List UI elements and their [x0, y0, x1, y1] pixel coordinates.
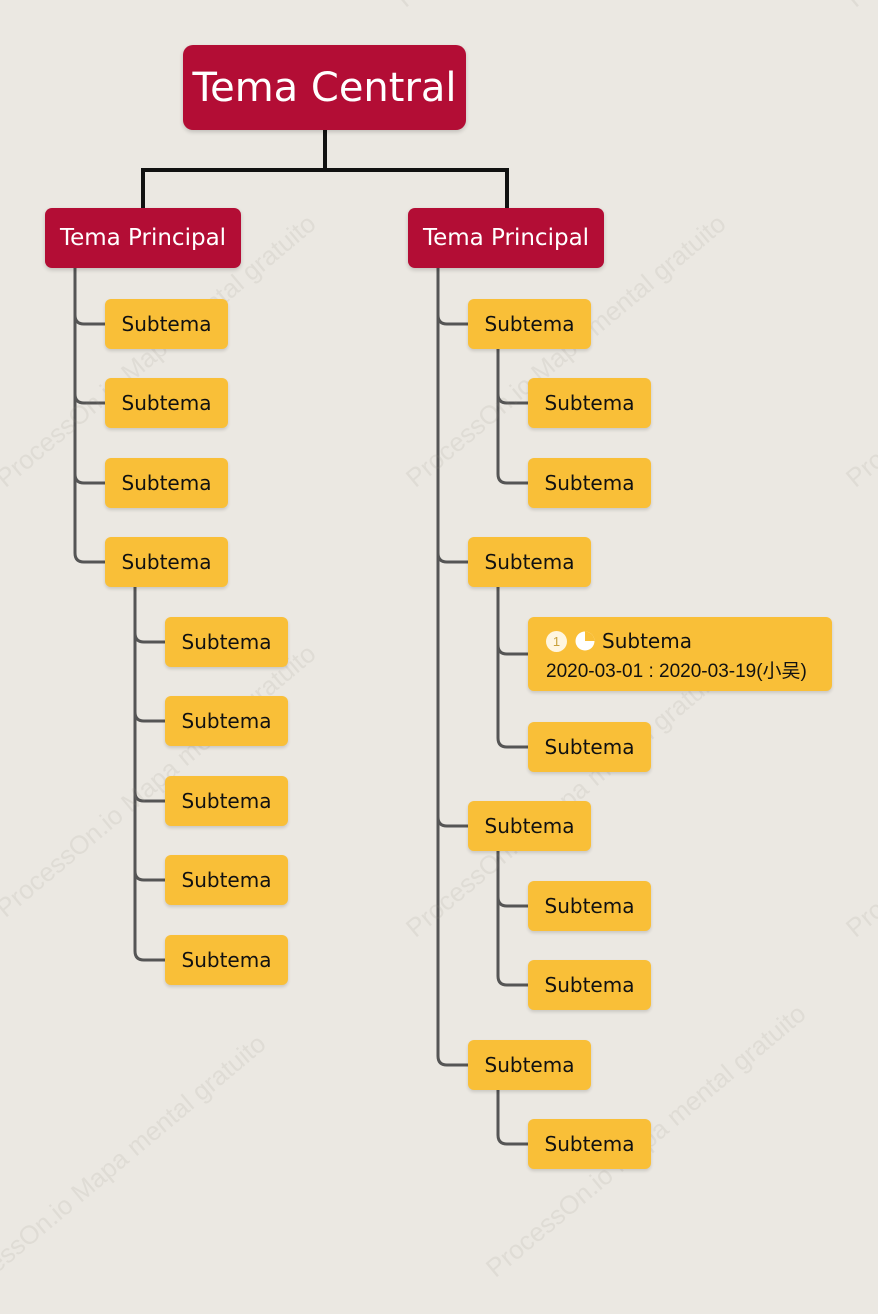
- right-trunk-connector: [436, 268, 468, 1067]
- subtopic[interactable]: Subtema: [105, 537, 228, 587]
- subtopic[interactable]: Subtema: [528, 881, 651, 931]
- subtopic-label: Subtema: [602, 629, 692, 653]
- subtopic[interactable]: Subtema: [528, 378, 651, 428]
- subtopic[interactable]: Subtema: [105, 378, 228, 428]
- central-to-mains-connector: [141, 130, 509, 208]
- subtopic-connectors: [73, 268, 528, 1146]
- main-topic-left[interactable]: Tema Principal: [45, 208, 241, 268]
- subtopic[interactable]: Subtema: [468, 801, 591, 851]
- subtopic[interactable]: Subtema: [528, 458, 651, 508]
- progress-pie-fill: [585, 631, 595, 641]
- subtopic[interactable]: Subtema: [468, 299, 591, 349]
- right-nested-connector-3: [496, 851, 528, 987]
- subtopic[interactable]: Subtema: [528, 722, 651, 772]
- subtopic-title-row: 1 Subtema: [546, 628, 692, 654]
- subtopic[interactable]: Subtema: [105, 458, 228, 508]
- subtopic[interactable]: Subtema: [468, 1040, 591, 1090]
- central-topic[interactable]: Tema Central: [183, 45, 466, 130]
- priority-1-icon: 1: [546, 630, 567, 652]
- main-topic-right[interactable]: Tema Principal: [408, 208, 604, 268]
- subtopic[interactable]: Subtema: [528, 1119, 651, 1169]
- subtopic-with-task-info[interactable]: 1 Subtema 2020-03-01 : 2020-03-19(小吴): [528, 617, 832, 691]
- left-trunk-connector: [73, 268, 105, 564]
- subtopic[interactable]: Subtema: [165, 696, 288, 746]
- task-date-range: 2020-03-01 : 2020-03-19(小吴): [546, 661, 807, 682]
- subtopic[interactable]: Subtema: [165, 617, 288, 667]
- central-connectors: [141, 130, 509, 208]
- subtopic[interactable]: Subtema: [528, 960, 651, 1010]
- subtopic[interactable]: Subtema: [468, 537, 591, 587]
- progress-pie-icon: [575, 631, 595, 651]
- subtopic[interactable]: Subtema: [165, 935, 288, 985]
- connector-lines: [73, 130, 528, 1146]
- right-nested-connector-1: [496, 349, 528, 485]
- subtopic[interactable]: Subtema: [105, 299, 228, 349]
- right-nested-connector-4: [496, 1090, 528, 1146]
- left-nested-connector: [133, 587, 165, 962]
- subtopic[interactable]: Subtema: [165, 776, 288, 826]
- right-nested-connector-2: [496, 587, 528, 749]
- subtopic[interactable]: Subtema: [165, 855, 288, 905]
